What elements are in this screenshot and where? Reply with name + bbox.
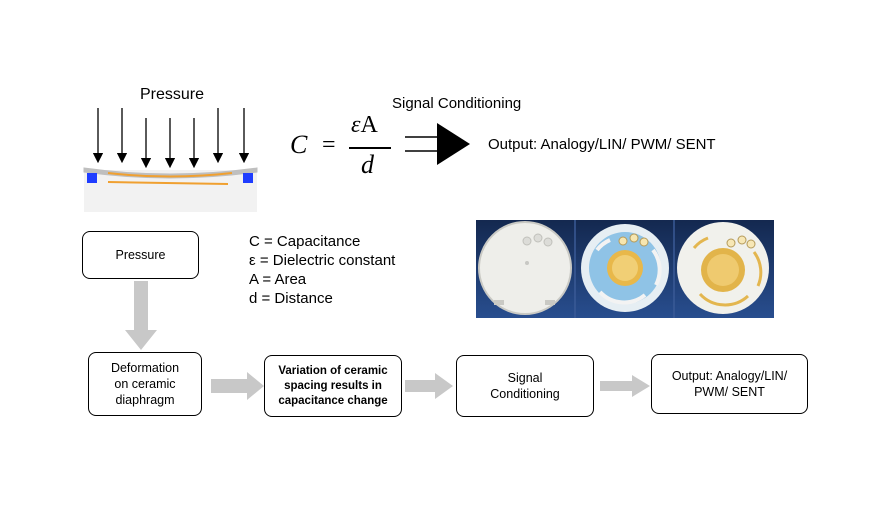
formula-fraction-bar <box>349 147 391 149</box>
pressure-title: Pressure <box>140 86 205 103</box>
flow-arrows <box>125 281 650 400</box>
formula-legend: C = Capacitance ε = Dielectric constant … <box>249 232 395 308</box>
formula-area: A <box>360 112 378 138</box>
legend-item: A = Area <box>249 271 307 288</box>
flow-box-signal: Signal Conditioning <box>456 355 594 417</box>
sensor-photo <box>476 220 774 318</box>
upper-electrode <box>107 172 233 178</box>
flow-box-deformation: Deformation on ceramic diaphragm <box>88 352 202 416</box>
pressure-arrows <box>92 108 250 169</box>
formula-numerator: εA <box>351 112 378 139</box>
flow-box-label: Deformation on ceramic diaphragm <box>110 361 180 407</box>
flow-box-pressure: Pressure <box>82 231 199 279</box>
output-arrow <box>405 123 470 165</box>
left-support <box>87 173 97 183</box>
legend-item: d = Distance <box>249 290 333 307</box>
flow-box-label: Pressure <box>115 248 166 262</box>
right-arrow-1 <box>211 372 264 400</box>
right-arrow-3 <box>600 375 650 397</box>
legend-item: ε = Dielectric constant <box>249 252 396 269</box>
legend-item: C = Capacitance <box>249 233 361 250</box>
down-arrow <box>125 281 157 350</box>
output-label: Output: Analogy/LIN/ PWM/ SENT <box>488 136 716 153</box>
flow-box-variation: Variation of ceramic spacing results in … <box>264 355 402 417</box>
formula-denominator: d <box>361 150 374 179</box>
flow-box-label: Output: Analogy/LIN/ PWM/ SENT <box>671 369 788 399</box>
formula-epsilon: ε <box>351 112 361 138</box>
formula-capacitance-symbol: C <box>290 130 308 159</box>
signal-conditioning-title: Signal Conditioning <box>392 95 522 112</box>
flow-box-label: Signal Conditioning <box>490 371 560 401</box>
formula-equals: = <box>322 132 336 158</box>
sensor-cross-section <box>83 167 258 212</box>
flow-box-output: Output: Analogy/LIN/ PWM/ SENT <box>651 354 808 414</box>
lower-electrode <box>107 181 229 185</box>
right-arrow-2 <box>405 373 453 399</box>
flow-box-label: Variation of ceramic spacing results in … <box>278 364 388 407</box>
right-support <box>243 173 253 183</box>
